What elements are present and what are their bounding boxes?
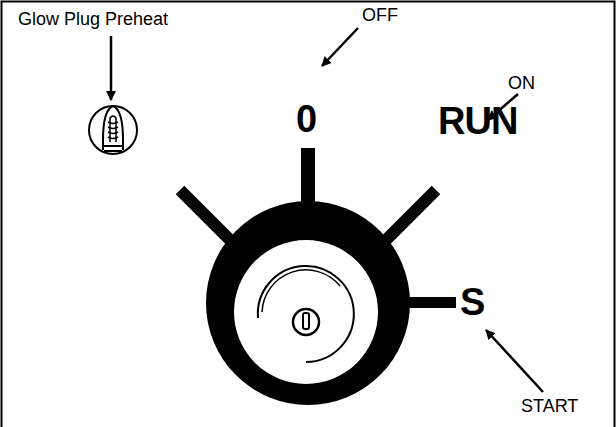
switch-marking: 0 xyxy=(296,100,316,138)
off-tick xyxy=(301,148,315,203)
switch-marking: S xyxy=(460,283,484,321)
knob-face xyxy=(234,240,378,384)
key-slot xyxy=(303,313,309,329)
run-tick xyxy=(386,190,436,240)
key-ring-inner xyxy=(262,270,340,312)
switch-marking: RUN xyxy=(438,102,517,140)
glow-plug-icon xyxy=(89,106,137,154)
position-label: Glow Plug Preheat xyxy=(18,10,168,28)
knob-body xyxy=(206,201,410,405)
key-slot-ring xyxy=(293,309,319,335)
preheat-arrow xyxy=(110,36,113,100)
position-label: ON xyxy=(508,74,535,92)
preheat-tick xyxy=(180,190,230,240)
position-label: OFF xyxy=(362,6,398,24)
start-arrow xyxy=(486,330,543,392)
off-arrow xyxy=(322,28,358,66)
key-ring xyxy=(258,266,354,362)
position-label: START xyxy=(521,397,578,415)
